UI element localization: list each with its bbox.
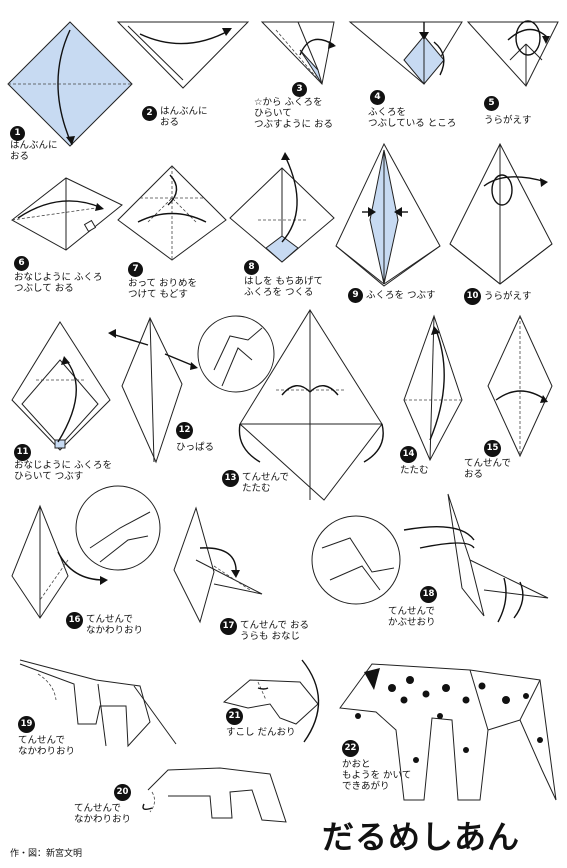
step-3: 3 ☆から ふくろを ひらいて つぶすように おる <box>254 82 333 130</box>
diagram-step-21 <box>222 659 320 743</box>
step-number: 4 <box>370 90 385 105</box>
step-number: 14 <box>400 446 417 463</box>
step-caption: ふくろを つぶす <box>366 290 436 301</box>
diagram-step-12-detail <box>197 315 275 393</box>
step-number: 7 <box>128 262 143 277</box>
diagram-step-13 <box>238 309 384 501</box>
step-number: 8 <box>244 260 259 275</box>
step-8: 8 はしを もちあげて ふくろを つくる <box>244 260 323 298</box>
diagram-step-2 <box>116 21 250 89</box>
diagram-step-1 <box>7 21 133 147</box>
diagram-step-22 <box>339 663 557 801</box>
step-number: 11 <box>14 444 31 461</box>
page-title: だるめしあん <box>322 818 521 856</box>
diagram-step-3 <box>260 21 336 86</box>
step-4: 4 ふくろを つぶしている ところ <box>368 90 456 129</box>
step-number: 17 <box>220 618 237 635</box>
step-caption: てんせんで おる うらも おなじ <box>240 620 310 642</box>
step-caption: てんせんで なかわりおり <box>74 803 132 825</box>
step-caption: ふくろを つぶしている ところ <box>368 107 457 129</box>
step-9: 9 ふくろを つぶす <box>348 288 436 303</box>
step-number: 6 <box>14 256 29 271</box>
diagram-step-17 <box>173 506 263 624</box>
step-12: 12 ひっぱる <box>176 422 214 453</box>
step-15: 15 てんせんで おる <box>464 440 511 480</box>
step-caption: てんせんで なかわりおり <box>86 614 144 636</box>
step-number: 2 <box>142 106 157 121</box>
step-caption: おって おりめを つけて もどす <box>128 278 198 300</box>
step-caption: うらがえす <box>484 115 532 126</box>
step-caption: おなじように ふくろ つぶして おる <box>14 272 103 294</box>
diagram-step-7 <box>117 165 227 261</box>
step-20: 20 てんせんで なかわりおり <box>74 784 131 825</box>
step-21: 21 すこし だんおり <box>226 708 296 738</box>
step-caption: てんせんで おる <box>464 458 512 480</box>
diagram-step-10 <box>449 142 553 285</box>
diagram-step-18 <box>311 493 549 623</box>
step-18: 18 てんせんで かぶせおり <box>388 586 437 628</box>
step-11: 11 おなじように ふくろを ひらいて つぶす <box>14 444 112 482</box>
step-caption: すこし だんおり <box>226 727 296 738</box>
step-number: 19 <box>18 716 35 733</box>
step-22: 22 かおと もようを かいて できあがり <box>342 740 411 792</box>
step-number: 1 <box>10 126 25 141</box>
step-caption: かおと もようを かいて できあがり <box>342 759 412 792</box>
step-caption: ひっぱる <box>176 442 215 453</box>
step-number: 10 <box>464 288 481 305</box>
step-7: 7 おって おりめを つけて もどす <box>128 262 197 300</box>
diagram-step-11 <box>11 321 111 451</box>
step-caption: はんぶんに おる <box>160 106 208 128</box>
step-number: 9 <box>348 288 363 303</box>
step-number: 3 <box>292 82 307 97</box>
diagram-step-19 <box>19 659 177 748</box>
diagram-step-12 <box>108 316 198 464</box>
step-caption: てんせんで たたむ <box>242 472 290 494</box>
step-6: 6 おなじように ふくろ つぶして おる <box>14 256 103 294</box>
step-caption: てんせんで なかわりおり <box>18 735 76 757</box>
step-number: 18 <box>420 586 437 603</box>
step-19: 19 てんせんで なかわりおり <box>18 716 75 757</box>
step-14: 14 たたむ <box>400 446 429 476</box>
step-number: 12 <box>176 422 193 439</box>
diagram-step-16 <box>11 485 161 619</box>
step-16: 16 てんせんで なかわりおり <box>66 612 143 636</box>
diagram-step-20 <box>142 767 287 823</box>
diagram-step-8 <box>229 152 335 263</box>
diagram-step-15 <box>487 314 553 458</box>
step-1: 1 はんぶんに おる <box>10 126 58 162</box>
step-caption: はしを もちあげて ふくろを つくる <box>244 276 324 298</box>
step-number: 15 <box>484 440 501 457</box>
step-caption: たたむ <box>400 465 429 476</box>
step-caption: てんせんで かぶせおり <box>388 606 436 628</box>
step-13: 13 てんせんで たたむ <box>222 470 289 494</box>
diagram-step-9 <box>335 142 441 287</box>
step-number: 16 <box>66 612 83 629</box>
step-caption: ☆から ふくろを ひらいて つぶすように おる <box>254 97 334 130</box>
step-number: 13 <box>222 470 239 487</box>
diagram-step-4 <box>348 21 463 85</box>
step-caption: うらがえす <box>484 291 532 302</box>
author-credit: 作・図：新宮文明 <box>10 849 83 859</box>
step-2: 2 はんぶんに おる <box>142 106 208 128</box>
step-number: 20 <box>114 784 131 801</box>
step-17: 17 てんせんで おる うらも おなじ <box>220 618 309 642</box>
step-number: 21 <box>226 708 243 725</box>
diagram-step-6 <box>11 177 123 251</box>
step-caption: おなじように ふくろを ひらいて つぶす <box>14 460 113 482</box>
step-number: 22 <box>342 740 359 757</box>
diagram-step-5 <box>466 20 559 87</box>
step-number: 5 <box>484 96 499 111</box>
step-5: 5 うらがえす <box>484 96 532 126</box>
diagram-step-14 <box>403 314 463 462</box>
step-caption: はんぶんに おる <box>10 140 58 162</box>
step-10: 10 うらがえす <box>464 288 532 305</box>
